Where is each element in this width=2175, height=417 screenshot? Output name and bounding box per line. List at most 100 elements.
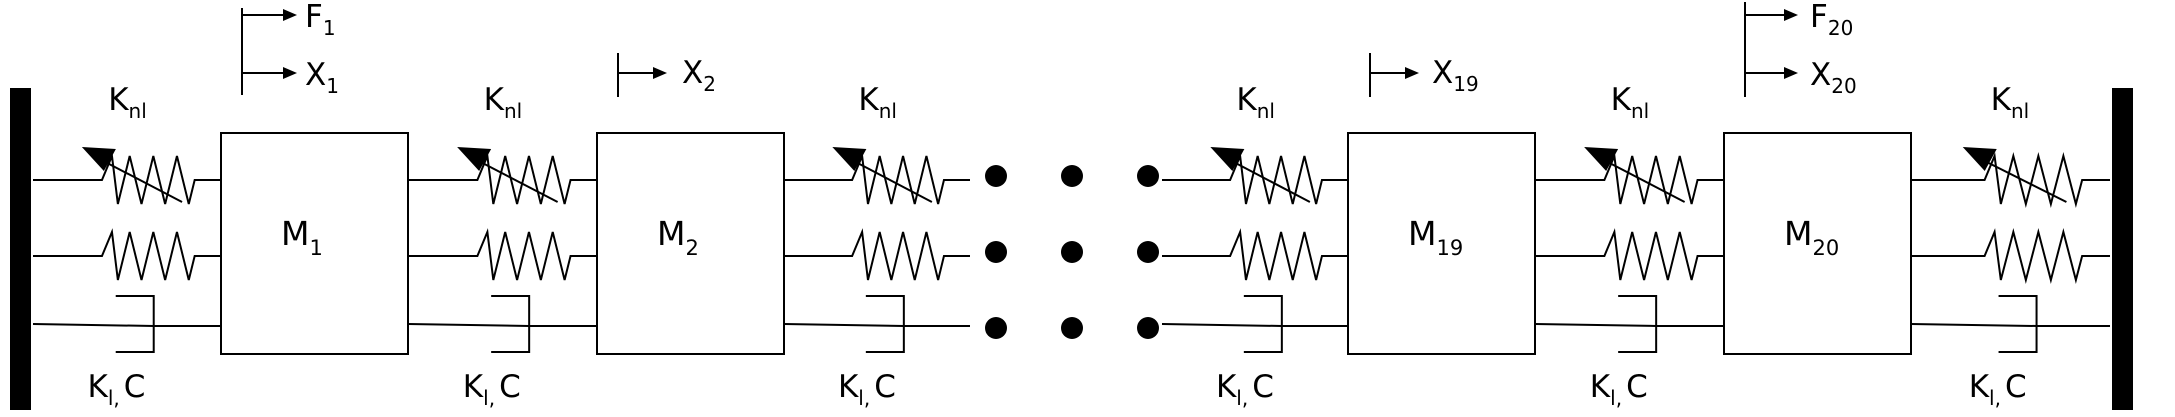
knl-label: Knl: [1236, 82, 1275, 123]
kl-sub: l,: [483, 386, 495, 410]
nonlinear-arrowhead: [1584, 147, 1619, 171]
knl-label: Knl: [1991, 82, 2030, 123]
svg-text:M1: M1: [281, 214, 323, 260]
linear-spring: [1162, 228, 1348, 281]
damper-cylinder: [1243, 295, 1283, 353]
displacement-indicator-20: X20: [1745, 57, 1857, 98]
damper-rod-left: [32, 323, 154, 327]
mass-20-sub: 20: [1812, 236, 1839, 260]
mass-2: M2: [596, 132, 785, 355]
kl-sub: l,: [108, 386, 120, 410]
linear-spring: [408, 228, 597, 281]
svg-text:X19: X19: [1432, 55, 1479, 96]
knl-sub: nl: [1257, 99, 1275, 123]
force-indicator-1: F1: [241, 0, 336, 95]
ellipsis-dot: [1137, 165, 1159, 187]
ellipsis-dot: [985, 241, 1007, 263]
knl-label: Knl: [108, 82, 147, 123]
ellipsis-dots: [985, 165, 1159, 339]
mass-1-sub: 1: [309, 236, 322, 260]
kl-c-label: Kl,C: [463, 369, 521, 410]
disp-1-sub: 1: [326, 74, 339, 98]
kl-c-label: Kl,C: [838, 369, 896, 410]
damper-cylinder: [865, 295, 905, 353]
knl-sub: nl: [504, 99, 522, 123]
damper-cylinder: [491, 295, 531, 353]
kl-sub: l,: [1989, 386, 2001, 410]
linear-spring: [33, 228, 221, 281]
nonlinear-arrowhead: [81, 147, 116, 171]
displacement-indicator-19: X19: [1369, 53, 1479, 97]
mass-19: M19: [1347, 132, 1536, 355]
damper-rod-left: [1910, 323, 2037, 327]
damper-cylinder: [1998, 295, 2038, 353]
displacement-indicator-2: X2: [617, 53, 716, 97]
nonlinear-spring: [1162, 152, 1348, 205]
ellipsis-dot: [1137, 317, 1159, 339]
kl-c-label: Kl,C: [1969, 369, 2027, 410]
c-label: C: [2005, 369, 2027, 405]
mass-20-letter: M: [1784, 214, 1812, 253]
knl-label: Knl: [858, 82, 897, 123]
nonlinear-arrowhead: [1962, 147, 1997, 171]
ellipsis-dot: [985, 317, 1007, 339]
damper-cylinder: [1618, 295, 1658, 353]
knl-label: Knl: [1611, 82, 1650, 123]
right-wall: [2112, 88, 2133, 410]
damper-rod-left: [407, 323, 530, 327]
mass-19-letter: M: [1408, 214, 1436, 253]
ellipsis-dot: [1061, 317, 1083, 339]
force-20-letter: F: [1810, 0, 1828, 35]
force-20-sub: 20: [1828, 16, 1853, 40]
ellipsis-dot: [1061, 165, 1083, 187]
ellipsis-dot: [1061, 241, 1083, 263]
force-1-sub: 1: [323, 16, 336, 40]
nonlinear-arrowhead: [832, 147, 867, 171]
mass-1-letter: M: [281, 214, 309, 253]
mass-19-sub: 19: [1436, 236, 1463, 260]
linear-spring: [1535, 228, 1724, 281]
force-1-letter: F: [305, 0, 323, 35]
kl-sub: l,: [858, 386, 870, 410]
nonlinear-arrowhead: [457, 147, 492, 171]
damper-rod-left: [1161, 323, 1282, 327]
svg-text:F20: F20: [1810, 0, 1853, 40]
svg-text:M2: M2: [657, 214, 699, 260]
knl-sub: nl: [2011, 99, 2029, 123]
knl-label: Knl: [484, 82, 523, 123]
svg-text:X1: X1: [305, 57, 339, 98]
nonlinear-spring: [33, 152, 221, 205]
disp-2-letter: X: [682, 55, 703, 91]
svg-text:F1: F1: [305, 0, 336, 40]
kl-c-label: Kl,C: [88, 369, 146, 410]
kl-sub: l,: [1236, 386, 1248, 410]
linear-spring: [784, 228, 970, 281]
knl-sub: nl: [129, 99, 147, 123]
svg-text:X20: X20: [1810, 57, 1857, 98]
nonlinear-spring: [1911, 152, 2110, 208]
damper-rod-left: [1534, 323, 1657, 327]
svg-text:X2: X2: [682, 55, 716, 96]
c-label: C: [1626, 369, 1648, 405]
nonlinear-spring: [784, 152, 970, 205]
disp-19-letter: X: [1432, 55, 1453, 91]
kl-c-label: Kl,C: [1590, 369, 1648, 410]
damper-cylinder: [115, 295, 155, 353]
damper-rod-left: [783, 323, 904, 327]
c-label: C: [1252, 369, 1274, 405]
displacement-indicator-1: X1: [242, 57, 339, 98]
disp-20-letter: X: [1810, 57, 1831, 93]
disp-2-sub: 2: [703, 72, 716, 96]
force-indicator-20: F20: [1744, 0, 1853, 97]
disp-1-letter: X: [305, 57, 326, 93]
nonlinear-arrowhead: [1210, 147, 1245, 171]
nonlinear-spring: [1535, 152, 1724, 205]
c-label: C: [124, 369, 146, 405]
